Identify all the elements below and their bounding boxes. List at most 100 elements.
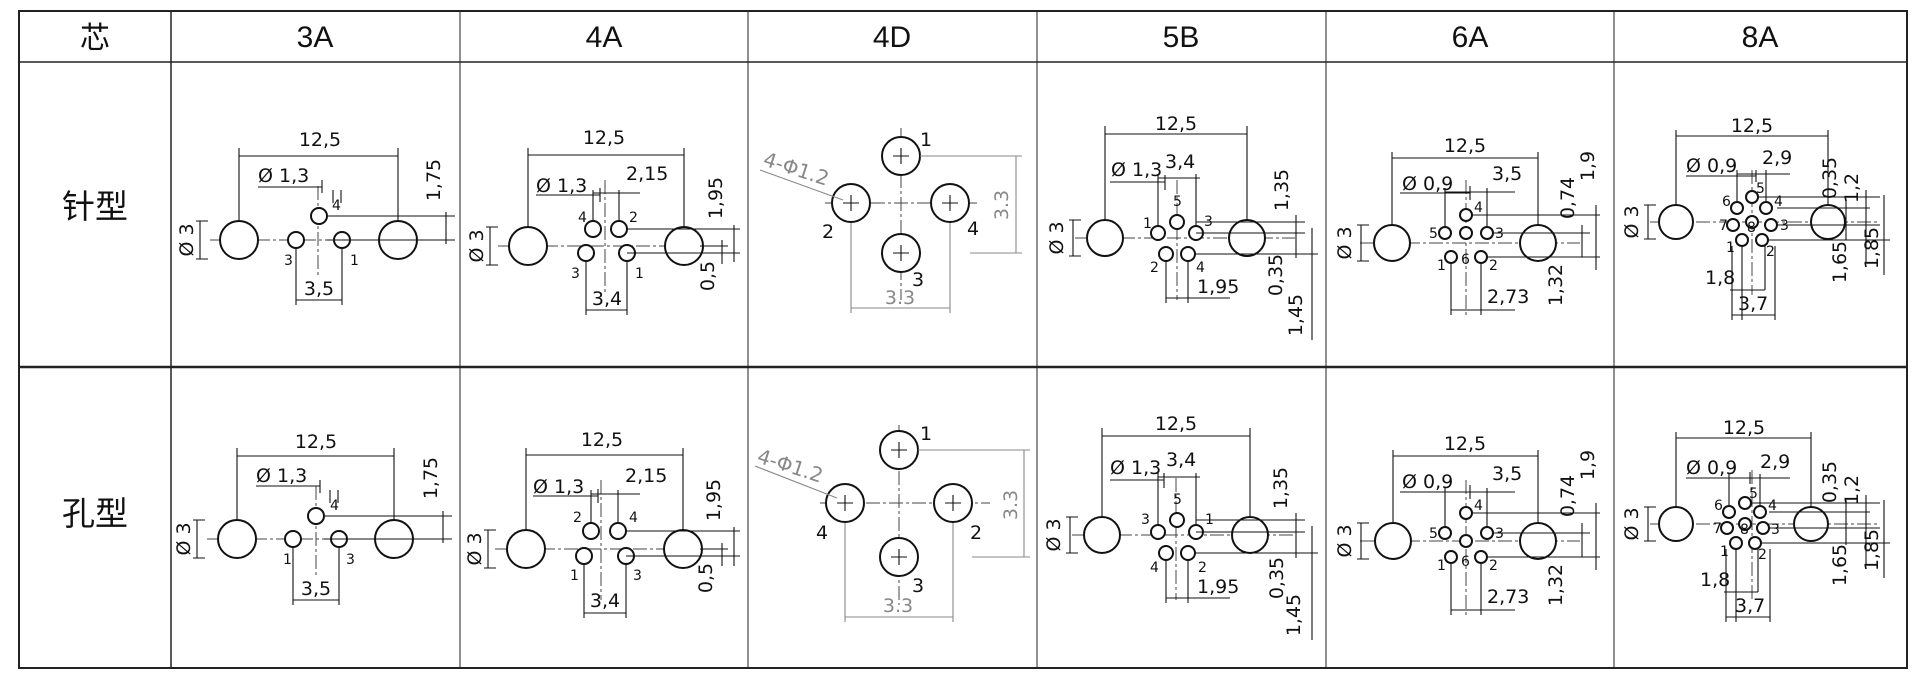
dimension-label: 3,5 [1492,163,1522,185]
table-grid [18,10,1908,669]
dimension-label: Ø 3 [1043,518,1065,551]
dimension-label: 0,35 [1819,157,1841,199]
pin-number: 5 [1749,486,1758,502]
dimension-label: 12,5 [1155,113,1197,135]
dimension-label: 2,9 [1762,147,1792,169]
dimension-label: 3,5 [301,578,331,600]
dimension-label: 1,75 [423,159,445,201]
diagram-6a-socket: 4 5 3 1 6 2 12,5 3,5 Ø 0,9 2,73 Ø 3 0,74… [1334,433,1600,615]
contact-hole [1158,545,1174,561]
pin-number: 4 [1474,498,1483,514]
dimension-label: 1,35 [1271,169,1293,211]
pin-number: 2 [629,210,638,226]
mounting-hole-right [1519,224,1557,262]
corner-header: 芯 [80,22,110,55]
diagram-5b-pin: 5 1 3 2 4 12,5 3,4 Ø 1,3 1,95 Ø 3 1,35 0… [1046,113,1318,340]
pin-number: 5 [1756,181,1765,197]
dimension-label: 2,15 [625,465,667,487]
contact-hole [1759,201,1773,215]
mounting-hole-left [508,226,548,266]
contact-hole [1459,534,1473,548]
dimension-label: Ø 1,3 [258,165,309,187]
dimension-label: 1,32 [1545,564,1567,606]
pin-number: 2 [1489,258,1498,274]
pin-number: 1 [1726,240,1735,256]
pin-number: 4 [816,522,828,544]
dimension-label: 1,2 [1841,173,1863,203]
mounting-hole-right [663,529,703,569]
contact-hole [284,530,302,548]
dimension-label: Ø 0,9 [1402,471,1453,493]
dimension-label: 1,32 [1545,264,1567,306]
dimension-label: 3,4 [590,590,620,612]
dimension-label: Ø 1,3 [1110,457,1161,479]
pin-number: 4 [1150,560,1159,576]
pin-number: 5 [1173,492,1182,508]
dimension-label: 3,5 [1492,463,1522,485]
contact-hole [1722,505,1736,519]
dimension-label: Ø 3 [1334,226,1356,259]
pin-number: 3 [1771,522,1780,538]
dimension-label: Ø 3 [464,532,486,565]
dimension-label: 12,5 [1723,417,1765,439]
pin-number: 4 [629,510,638,526]
contact-hole [1438,526,1452,540]
dimension-label: 1,65 [1829,544,1851,586]
contact-hole [1459,208,1473,222]
dimension-label: 1,85 [1861,529,1883,571]
dimension-label: 1,8 [1700,569,1730,591]
contact-hole [1459,506,1473,520]
dimension-label: 1,95 [705,177,727,219]
column-header-6a: 6A [1452,21,1489,54]
contact-hole [1764,218,1778,232]
contact-hole [575,547,593,565]
diagram-8a-pin: 5 6 4 7 8 3 1 2 12,5 2,9 Ø 0,9 1,8 3,7 Ø… [1621,115,1890,320]
contact-hole [1169,214,1185,230]
dimension-label: 0,74 [1557,177,1579,219]
diagram-4d-pin: 1 2 4 3 4-Φ1.2 3.3 3.3 [759,128,1022,313]
contact-hole [1480,226,1494,240]
contact-hole [307,507,325,525]
column-header-3a: 3A [297,21,334,54]
pin-number: 6 [1714,498,1723,514]
dimension-label: Ø 0,9 [1686,155,1737,177]
pin-number: 4 [967,218,979,240]
dimension-label: 0,35 [1265,254,1287,296]
pin-number: 3 [1495,226,1504,242]
mounting-hole-left [219,220,259,260]
dimension-label: 3.3 [1000,490,1022,520]
dimension-label: 2,73 [1487,586,1529,608]
mounting-hole-left [1373,224,1411,262]
diagram-4d-socket: 1 4 2 3 4-Φ1.2 3.3 3.3 [754,423,1030,622]
pin-number: 4 [578,210,587,226]
mounting-hole-right [1231,516,1269,554]
contact-hole [1756,521,1770,535]
contact-hole [609,522,627,540]
dimension-label: 1,65 [1829,241,1851,283]
contact-hole [1753,505,1767,519]
dimension-label: 12,5 [1444,433,1486,455]
pin-number: 5 [1173,194,1182,210]
pin-number: 7 [1719,218,1728,234]
contact-hole [1444,550,1458,564]
dimension-label: 12,5 [299,129,341,151]
dimension-label: Ø 3 [176,223,198,256]
pin-number: 1 [920,129,932,151]
pin-number: 3 [571,266,580,282]
mounting-hole-right [1519,522,1557,560]
diagram-8a-socket: 5 6 4 7 8 3 1 2 12,5 2,9 Ø 0,9 1,8 3,7 Ø… [1621,417,1890,622]
pin-number: 1 [570,568,579,584]
dimension-label: 0,5 [697,261,719,291]
contact-hole [577,244,595,262]
dimension-label: 3,5 [304,278,334,300]
pin-number: 4 [1768,498,1777,514]
contact-hole [1180,545,1196,561]
mounting-hole-left [1086,219,1124,257]
dimension-label: Ø 0,9 [1402,173,1453,195]
contact-hole [1730,201,1744,215]
column-header-4d: 4D [873,21,911,54]
dimension-label: 2,15 [626,163,668,185]
pin-number: 2 [573,510,582,526]
dimension-label: 3,4 [592,288,622,310]
diagram-4a-socket: 2 4 1 3 12,5 2,15 Ø 1,3 3,4 Ø 3 1,95 0,5 [464,429,740,618]
